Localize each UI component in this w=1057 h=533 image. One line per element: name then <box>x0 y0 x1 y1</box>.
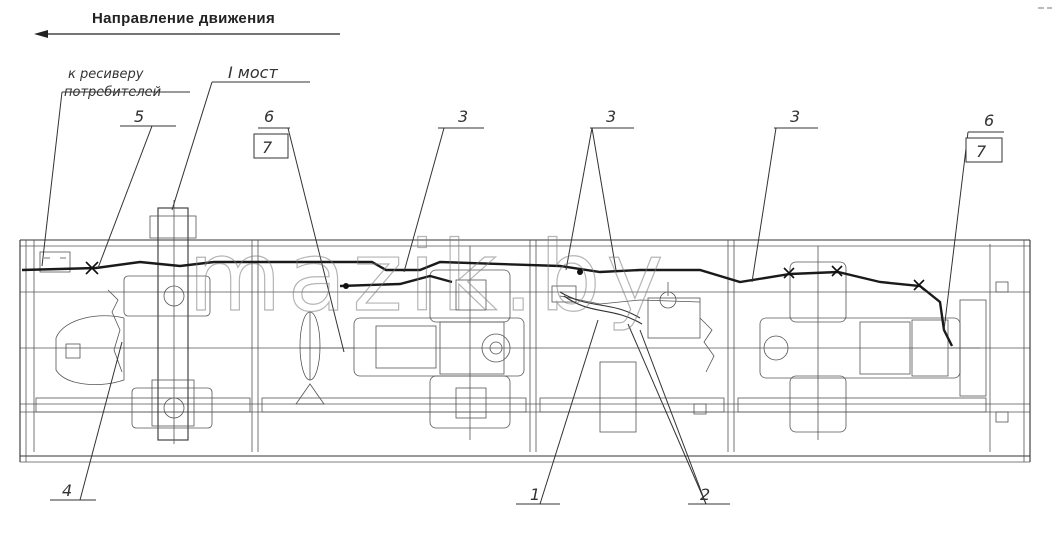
direction-title: Направление движения <box>92 10 276 27</box>
middle-assembly <box>551 282 715 433</box>
callout-3-section-two: 3 <box>458 107 468 126</box>
callout-7-left: 7 <box>262 138 273 157</box>
line-node <box>343 283 349 289</box>
front-axle-assembly <box>39 200 213 444</box>
callout-2: 2 <box>700 485 710 504</box>
direction-arrow <box>34 30 340 38</box>
callout-3-middle: 3 <box>606 107 616 126</box>
callout-5: 5 <box>134 107 144 126</box>
callout-4: 4 <box>62 481 72 500</box>
callout-6-right: 6 <box>984 111 994 130</box>
callout-7-right: 7 <box>976 142 987 161</box>
label-axle-one: I мост <box>228 63 278 82</box>
label-box-7-right <box>965 137 1003 163</box>
label-receiver-line2: потребителей <box>64 85 161 100</box>
line-marker-x <box>85 261 925 291</box>
label-box-7-left <box>253 133 289 159</box>
callout-6-left: 6 <box>264 107 274 126</box>
main-air-line <box>21 260 954 347</box>
label-receiver-line1: к ресиверу <box>68 67 144 82</box>
callout-leaders <box>41 81 1004 505</box>
rear-axle-assembly <box>759 246 1009 440</box>
axle-two-assembly <box>295 246 525 440</box>
line-node <box>577 269 583 275</box>
watermark: mazik.by <box>188 221 669 333</box>
callout-1: 1 <box>530 485 540 504</box>
callout-3-rear: 3 <box>790 107 800 126</box>
